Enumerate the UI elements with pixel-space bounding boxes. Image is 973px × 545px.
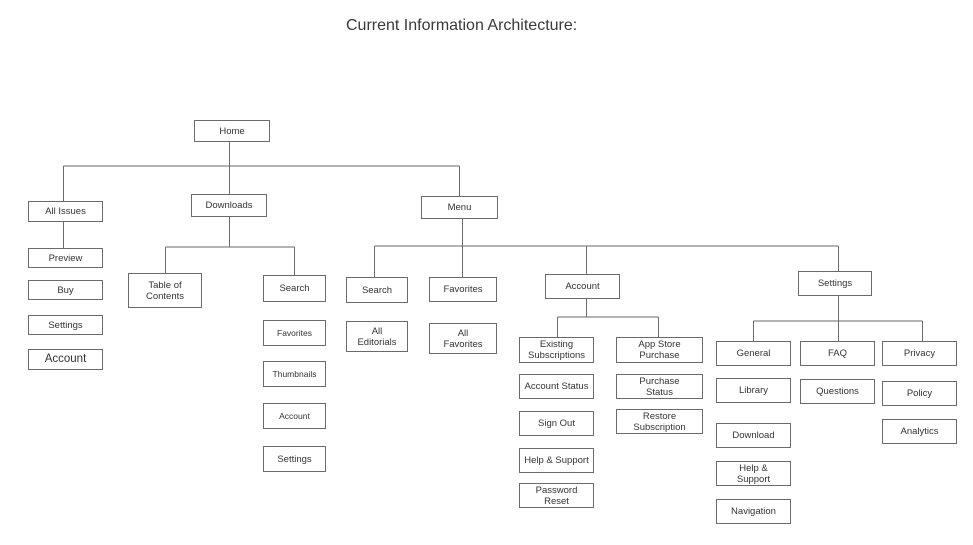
node-thumbnails[interactable]: Thumbnails [263,361,326,387]
node-preview[interactable]: Preview [28,248,103,268]
node-table-of-contents[interactable]: Table of Contents [128,273,202,308]
connector-downloads [165,217,295,275]
node-help-support-account[interactable]: Help & Support [519,448,594,473]
node-restore-subscription[interactable]: Restore Subscription [616,409,703,434]
node-faq[interactable]: FAQ [800,341,875,366]
node-favorites-menu[interactable]: Favorites [429,277,497,302]
node-account-downloads[interactable]: Account [263,403,326,429]
node-buy[interactable]: Buy [28,280,103,300]
node-policy[interactable]: Policy [882,381,957,406]
node-search-menu[interactable]: Search [346,277,408,303]
node-sign-out[interactable]: Sign Out [519,411,594,436]
node-existing-subscriptions[interactable]: Existing Subscriptions [519,337,594,363]
node-downloads[interactable]: Downloads [191,194,267,217]
node-download[interactable]: Download [716,423,791,448]
node-questions[interactable]: Questions [800,379,875,404]
node-settings-menu[interactable]: Settings [798,271,872,296]
node-general[interactable]: General [716,341,791,366]
node-settings-issues[interactable]: Settings [28,315,103,335]
node-account-issues[interactable]: Account [28,349,103,370]
diagram-title: Current Information Architecture: [346,17,578,34]
connector-home [63,142,460,201]
connector-menu [374,219,839,277]
node-all-favorites[interactable]: All Favorites [429,323,497,354]
node-all-editorials[interactable]: All Editorials [346,321,408,352]
node-password-reset[interactable]: Password Reset [519,483,594,508]
node-privacy[interactable]: Privacy [882,341,957,366]
node-purchase-status[interactable]: Purchase Status [616,374,703,399]
node-menu[interactable]: Menu [421,196,498,219]
node-home[interactable]: Home [194,120,270,142]
node-navigation[interactable]: Navigation [716,499,791,524]
node-all-issues[interactable]: All Issues [28,201,103,222]
connector-settings [753,296,923,341]
node-analytics[interactable]: Analytics [882,419,957,444]
node-help-support-settings[interactable]: Help & Support [716,461,791,486]
node-account-status[interactable]: Account Status [519,374,594,399]
node-library[interactable]: Library [716,378,791,403]
node-favorites-downloads[interactable]: Favorites [263,320,326,346]
node-settings-downloads[interactable]: Settings [263,446,326,472]
node-search-downloads[interactable]: Search [263,275,326,302]
node-account-menu[interactable]: Account [545,274,620,299]
node-app-store-purchase[interactable]: App Store Purchase [616,337,703,363]
connector-account [557,299,659,337]
